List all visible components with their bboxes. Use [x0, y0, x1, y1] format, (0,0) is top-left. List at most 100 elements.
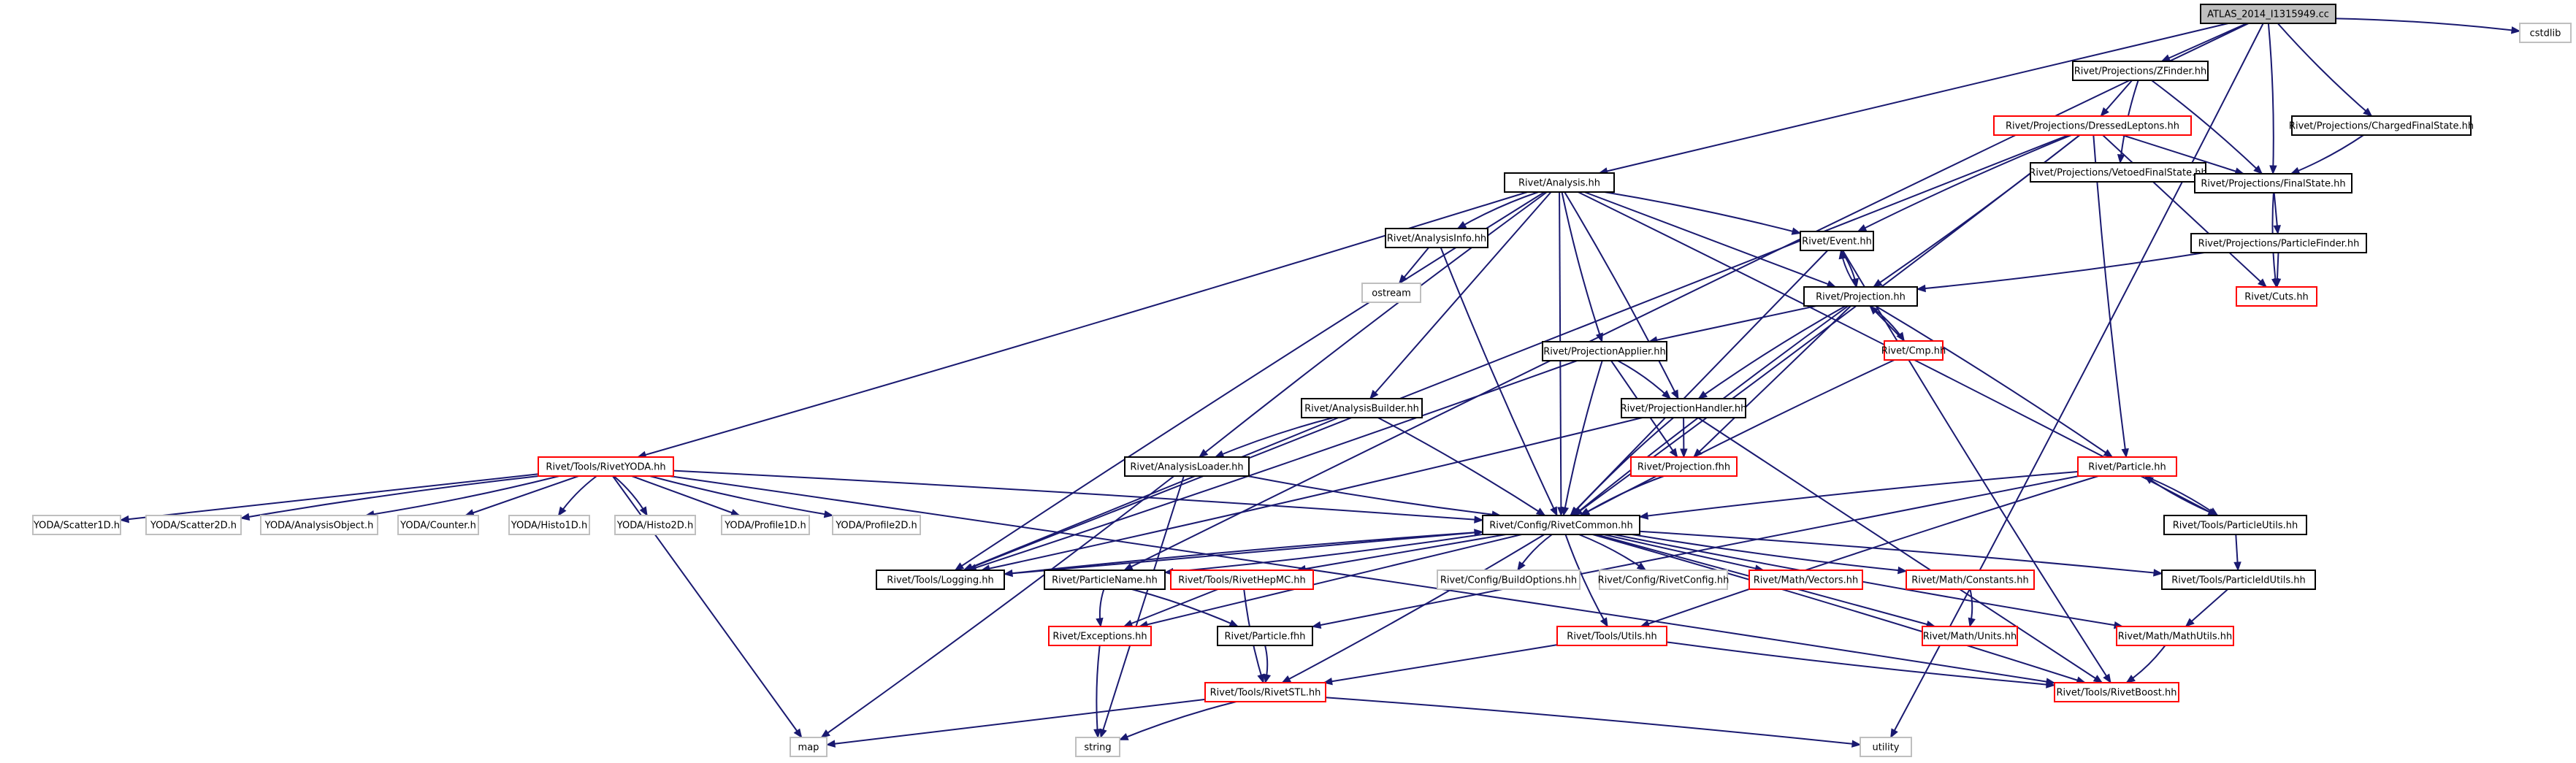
node-label: Rivet/Tools/RivetSTL.hh	[1210, 688, 1321, 699]
arrowhead	[1968, 617, 1976, 628]
node-projfhh[interactable]: Rivet/Projection.fhh	[1630, 456, 1738, 477]
node-label: Rivet/Projection.hh	[1816, 292, 1906, 303]
node-particle[interactable]: Rivet/Particle.hh	[2077, 456, 2177, 477]
node-zfinder[interactable]: Rivet/Projections/ZFinder.hh	[2072, 61, 2209, 81]
node-scatter2d: YODA/Scatter2D.h	[145, 515, 242, 535]
node-label: Rivet/Projections/VetoedFinalState.hh	[2029, 168, 2206, 179]
dependency-edge-analysisbuilder-to-rivetcommon	[1377, 417, 1546, 516]
node-ostream: ostream	[1361, 283, 1421, 303]
node-analysisbuilder[interactable]: Rivet/AnalysisBuilder.hh	[1301, 398, 1423, 418]
node-units[interactable]: Rivet/Math/Units.hh	[1922, 626, 2018, 646]
node-vectors[interactable]: Rivet/Math/Vectors.hh	[1748, 570, 1863, 590]
dependency-edge-rivetyoda-to-rivetcommon	[673, 469, 1484, 524]
dependency-edge-rivetyoda-to-counter	[465, 475, 579, 517]
node-particleutils[interactable]: Rivet/Tools/ParticleUtils.hh	[2163, 515, 2307, 535]
node-box	[32, 515, 121, 535]
dependency-edge-particle-to-rivetcommon	[1638, 470, 2079, 520]
dependency-edge-dressed-to-cuts	[2102, 134, 2267, 288]
dependency-edge-root-to-analysis	[1598, 23, 2229, 175]
arrowhead	[1474, 515, 1484, 524]
dependency-edge-rivetyoda-to-profile2d	[649, 475, 834, 518]
node-label: YODA/Scatter2D.h	[150, 521, 237, 532]
dependency-edge-rivetcommon-to-rivetconfig	[1578, 534, 1647, 571]
node-particlefinder[interactable]: Rivet/Projections/ParticleFinder.hh	[2190, 233, 2367, 253]
node-projapplier[interactable]: Rivet/ProjectionApplier.hh	[1542, 341, 1667, 361]
node-label: Rivet/Tools/Utils.hh	[1567, 632, 1656, 643]
node-box	[1504, 172, 1615, 193]
node-constants[interactable]: Rivet/Math/Constants.hh	[1906, 570, 2035, 590]
node-logging[interactable]: Rivet/Tools/Logging.hh	[876, 570, 1005, 590]
dependency-edge-projfhh-to-rivetcommon	[1580, 475, 1665, 516]
node-rivetcommon[interactable]: Rivet/Config/RivetCommon.hh	[1482, 515, 1640, 535]
node-rivetboost[interactable]: Rivet/Tools/RivetBoost.hh	[2054, 682, 2179, 702]
node-projhandler[interactable]: Rivet/ProjectionHandler.hh	[1621, 398, 1747, 418]
node-analysisinfo[interactable]: Rivet/AnalysisInfo.hh	[1385, 228, 1488, 248]
node-dressed[interactable]: Rivet/Projections/DressedLeptons.hh	[1993, 115, 2192, 136]
node-box	[2200, 4, 2336, 24]
dependency-edge-projection-to-event	[1838, 249, 1857, 288]
arrowhead	[820, 729, 830, 738]
node-string: string	[1075, 737, 1120, 757]
dependency-edge-projapplier-to-rivetcommon	[1561, 360, 1603, 517]
arrowhead	[1869, 305, 1879, 315]
dependency-edge-constants-to-units	[1968, 588, 1976, 628]
node-label: Rivet/Projections/ZFinder.hh	[2074, 66, 2207, 77]
dependency-edge-particle-to-utils	[1640, 475, 2099, 628]
dependency-edge-projhandler-to-projfhh	[1680, 417, 1688, 459]
node-rivethepmc[interactable]: Rivet/Tools/RivetHepMC.hh	[1170, 570, 1314, 590]
dependency-edge-rivetstl-to-string	[1118, 701, 1237, 741]
node-box	[1361, 283, 1421, 303]
dependency-edge-zfinder-to-finalstate	[2151, 80, 2263, 175]
node-histo1d: YODA/Histo1D.h	[508, 515, 590, 535]
node-box	[1993, 115, 2192, 136]
node-rivetstl[interactable]: Rivet/Tools/RivetSTL.hh	[1204, 682, 1326, 702]
node-analysis[interactable]: Rivet/Analysis.hh	[1504, 172, 1615, 193]
node-cuts[interactable]: Rivet/Cuts.hh	[2236, 286, 2317, 307]
node-finalstate[interactable]: Rivet/Projections/FinalState.hh	[2194, 173, 2353, 193]
node-box	[1217, 626, 1313, 646]
node-cmp[interactable]: Rivet/Cmp.hh	[1881, 340, 1946, 361]
arrowhead	[1638, 512, 1649, 520]
node-root[interactable]: ATLAS_2014_I1315949.cc	[2200, 4, 2336, 24]
node-vetoed[interactable]: Rivet/Projections/VetoedFinalState.hh	[2029, 162, 2207, 183]
node-box	[790, 737, 828, 757]
node-box	[2291, 115, 2472, 136]
arrowhead	[2117, 153, 2125, 164]
node-histo2d: YODA/Histo2D.h	[614, 515, 696, 535]
node-event[interactable]: Rivet/Event.hh	[1800, 231, 1874, 251]
arrowhead	[2258, 278, 2267, 288]
node-analysisloader[interactable]: Rivet/AnalysisLoader.hh	[1124, 456, 1250, 477]
node-label: Rivet/Math/MathUtils.hh	[2118, 632, 2232, 643]
dependency-edge-dressed-to-event	[1857, 134, 2072, 232]
node-box	[1599, 570, 1728, 590]
dependency-edge-event-to-rivetboost	[1842, 250, 2111, 684]
node-analysisobject: YODA/AnalysisObject.h	[260, 515, 378, 535]
dependency-edge-rivetcommon-to-rivethepmc	[1296, 534, 1506, 573]
node-label: YODA/Scatter1D.h	[33, 521, 120, 532]
arrowhead	[823, 510, 834, 518]
node-particlefhh[interactable]: Rivet/Particle.fhh	[1217, 626, 1313, 646]
node-charged[interactable]: Rivet/Projections/ChargedFinalState.hh	[2289, 115, 2474, 136]
node-exceptions[interactable]: Rivet/Exceptions.hh	[1048, 626, 1152, 646]
edges-layer	[119, 18, 2521, 748]
node-particlename[interactable]: Rivet/ParticleName.hh	[1044, 570, 1166, 590]
arrowhead	[1311, 621, 1322, 629]
node-box	[876, 570, 1005, 590]
arrowhead	[2363, 107, 2373, 117]
arrowhead	[1118, 732, 1129, 740]
node-label: Rivet/Tools/ParticleUtils.hh	[2173, 521, 2298, 532]
node-projection[interactable]: Rivet/Projection.hh	[1803, 286, 1918, 307]
dependency-edge-zfinder-to-dressed	[2100, 80, 2133, 117]
dependency-edge-rivetstl-to-map	[825, 698, 1206, 748]
node-label: YODA/Histo2D.h	[616, 521, 693, 532]
dependency-edge-projhandler-to-logging	[980, 417, 1643, 572]
node-box	[2072, 61, 2209, 81]
dependency-edge-analysisbuilder-to-analysisloader	[1214, 417, 1334, 458]
node-box	[1922, 626, 2018, 646]
node-rivetyoda[interactable]: Rivet/Tools/RivetYODA.hh	[538, 456, 674, 477]
node-mathutils[interactable]: Rivet/Math/MathUtils.hh	[2116, 626, 2234, 646]
node-utils[interactable]: Rivet/Tools/Utils.hh	[1556, 626, 1667, 646]
dependency-edge-particlefinder-to-cuts	[2273, 252, 2282, 288]
node-particleidutils[interactable]: Rivet/Tools/ParticleIdUtils.hh	[2161, 570, 2316, 590]
arrowhead	[1680, 448, 1688, 459]
